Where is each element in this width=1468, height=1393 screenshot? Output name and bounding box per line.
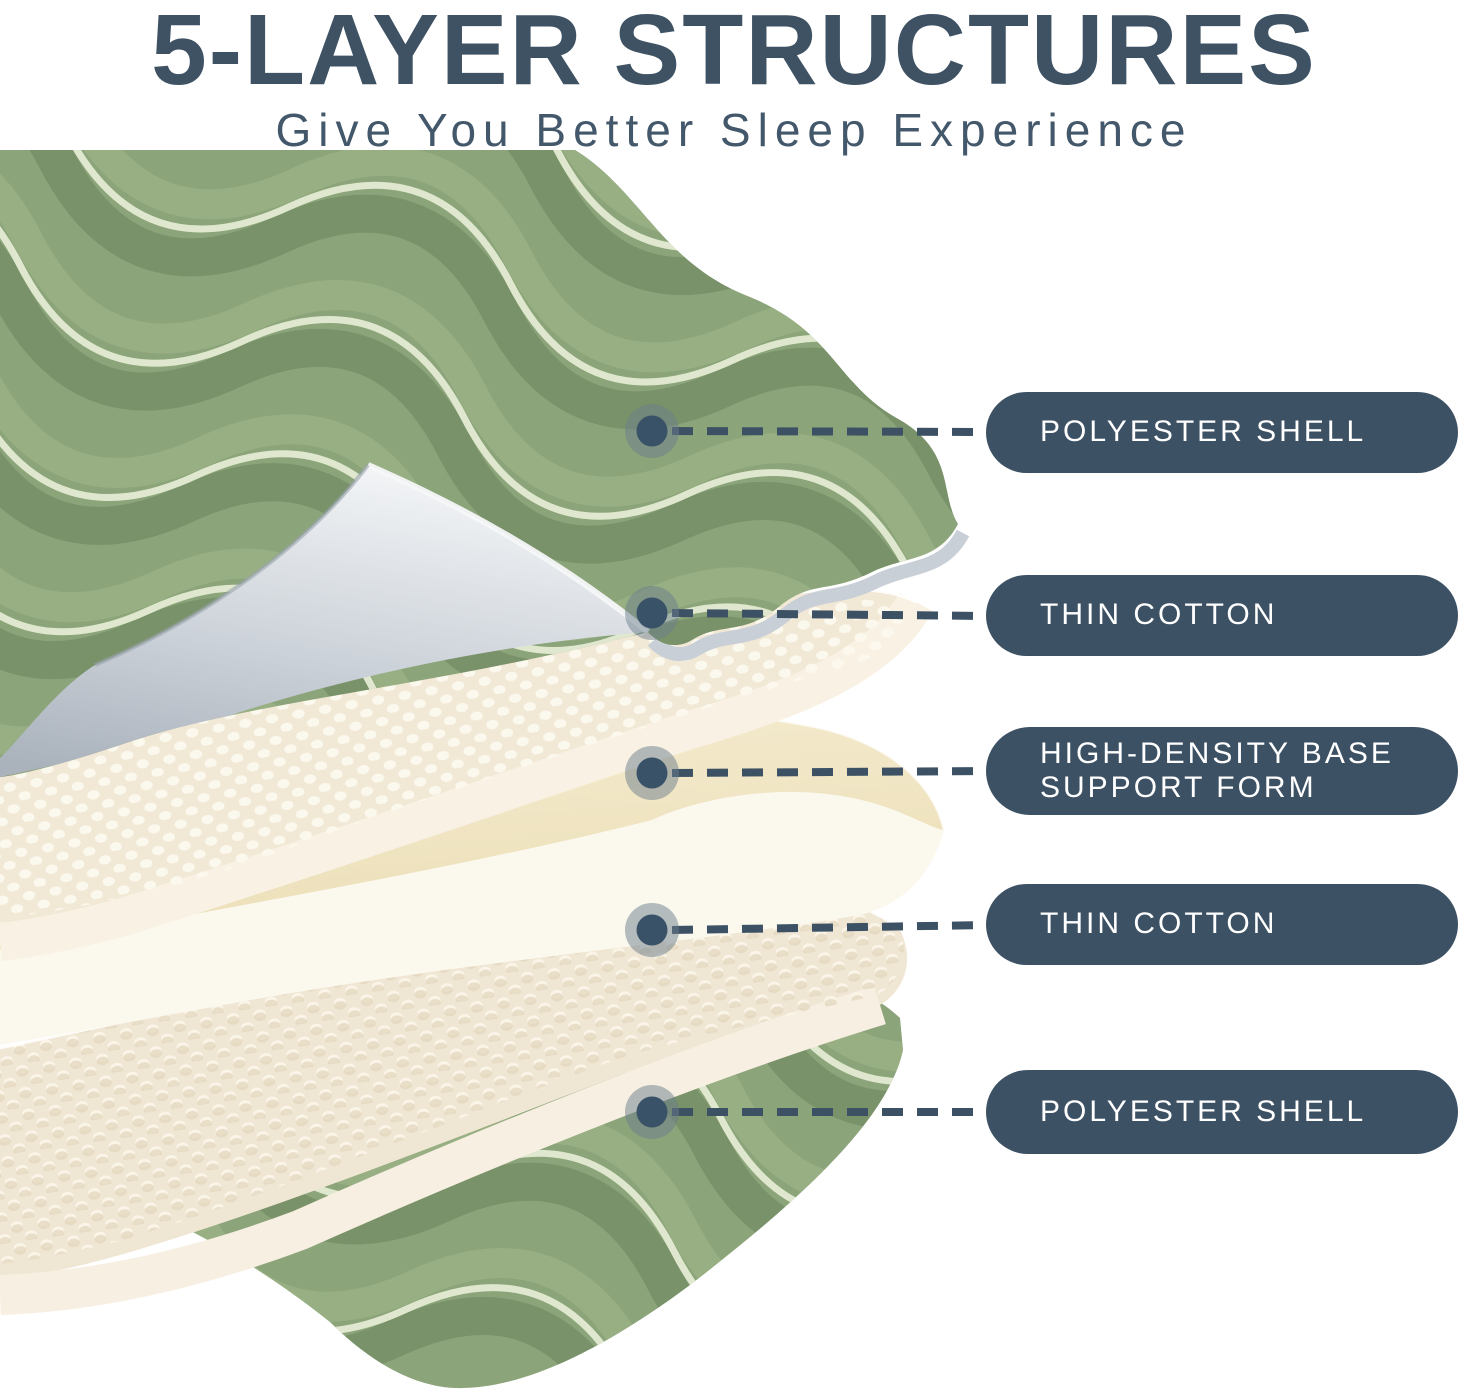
callout-pill-base-foam: HIGH-DENSITY BASE SUPPORT FORM	[986, 727, 1458, 815]
callout-pill-polyester-shell-bottom: POLYESTER SHELL	[986, 1070, 1458, 1154]
callout-markers	[625, 404, 991, 1139]
callout-line-3	[671, 767, 991, 777]
callout-dot-5	[625, 1085, 679, 1139]
callout-line-4	[671, 921, 991, 934]
callout-dot-2	[625, 586, 679, 640]
page-subtitle: Give You Better Sleep Experience	[275, 104, 1193, 156]
callout-pill-thin-cotton-bottom: THIN COTTON	[986, 884, 1458, 965]
callout-pill-thin-cotton-top: THIN COTTON	[986, 575, 1458, 656]
page-title: 5-LAYER STRUCTURES	[151, 0, 1317, 106]
callout-dot-1	[625, 404, 679, 458]
callout-label: THIN COTTON	[1040, 907, 1278, 941]
callout-label: HIGH-DENSITY BASE SUPPORT FORM	[1040, 736, 1394, 804]
callout-label: THIN COTTON	[1040, 598, 1278, 632]
layer-thin-cotton-bottom	[0, 888, 908, 1315]
callout-pill-polyester-shell-top: POLYESTER SHELL	[986, 392, 1458, 473]
folded-corner-underside	[0, 465, 648, 777]
callout-line-2	[671, 609, 991, 620]
callout-line-1	[671, 427, 991, 436]
callout-dot-3	[625, 746, 679, 800]
callout-label: POLYESTER SHELL	[1040, 415, 1367, 449]
callout-label: POLYESTER SHELL	[1040, 1094, 1367, 1128]
callout-dot-4	[625, 903, 679, 957]
